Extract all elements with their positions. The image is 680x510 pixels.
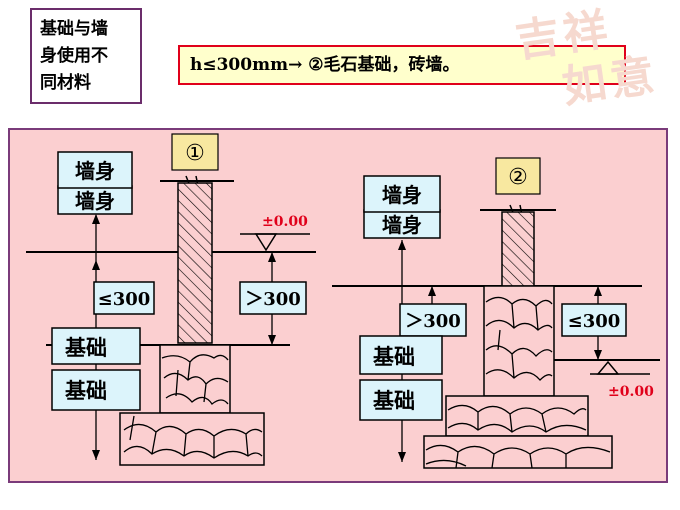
figure-1-right-arrow-top [268, 252, 276, 262]
figure-2: ② ±0.00 墙身 [332, 157, 660, 469]
figure-2-wall-label-shadow: 墙身 [382, 213, 422, 237]
figure-2-badge: ② [508, 165, 528, 190]
figure-2-dim-lower-box [561, 303, 627, 337]
figure-2-brick-wall [501, 211, 535, 287]
figure-1-dim-upper-box [239, 281, 307, 315]
figure-2-wall-label: 墙身 [382, 183, 422, 207]
figure-2-rubble-texture-lower [425, 444, 611, 469]
figure-2-dim-upper-box [399, 303, 467, 337]
figure-1-badge: ① [185, 141, 205, 166]
figure-1-rubble-texture-upper [161, 354, 229, 405]
figure-2-left-arrow-top [398, 240, 406, 250]
figure-1-foundation-label-1-box [51, 327, 141, 365]
title-box: 基础与墙 身使用不 同材料 [30, 8, 142, 104]
figure-1-left-arrow-top [92, 214, 100, 224]
figure-2-dim-lower: ≤300 [568, 311, 621, 332]
figure-2-badge-box [495, 157, 541, 195]
figure-1-wall-label-shadow: 墙身 [75, 189, 115, 213]
figure-1-foundation-label-2: 基础 [65, 379, 107, 403]
figure-2-elevation-marker [596, 360, 620, 375]
figure-1-right-arrow-bottom [268, 335, 276, 345]
figure-2-dim-upper: ＞300 [405, 311, 461, 332]
figure-2-rubble-foundation-upper [483, 285, 555, 397]
figure-1-brick-wall [177, 182, 213, 344]
figure-2-rubble-texture-upper [485, 296, 553, 381]
figure-2-foundation-label-2: 基础 [373, 389, 415, 413]
figure-2-inner-arrow-top [428, 286, 436, 296]
figure-1-wall-label: 墙身 [75, 159, 115, 183]
title-line-1: 基础与墙 [40, 19, 108, 39]
figure-1-wall-label-box [57, 151, 133, 189]
figure-2-right-arrow-top [594, 286, 602, 296]
figure-1-left-arrow-bottom [92, 450, 100, 460]
figure-1: ① ±0.00 墙身 墙身 ≤3 [26, 133, 316, 466]
figure-2-foundation-label-1: 基础 [373, 345, 415, 369]
figure-1-dim-lower: ≤300 [98, 289, 151, 310]
figure-1-rubble-texture-lower [123, 415, 263, 459]
figure-2-right-arrow-bottom [594, 350, 602, 360]
figure-1-elevation-marker [254, 233, 278, 252]
figure-2-elevation-label: ±0.00 [608, 384, 654, 400]
title-line-2: 身使用不 [40, 46, 108, 66]
figure-2-wall-label-box [363, 175, 441, 213]
figure-2-foundation-label-2-box [359, 379, 443, 421]
figure-1-left-arrow-mid-up [92, 260, 100, 270]
figure-1-dim-lower-box [93, 281, 155, 315]
figure-1-dim-upper: ＞300 [245, 289, 301, 310]
figure-2-rubble-foundation-mid [445, 395, 589, 437]
figure-2-rubble-foundation-lower [423, 435, 613, 469]
figure-1-rubble-foundation-lower [119, 412, 265, 466]
figure-2-rubble-texture-mid [447, 404, 587, 433]
figure-1-elevation-label: ±0.00 [262, 214, 308, 230]
figure-2-left-arrow-bottom [398, 452, 406, 462]
figure-1-foundation-label-1: 基础 [65, 336, 107, 360]
figure-2-foundation-label-1-box [359, 335, 443, 375]
rule-box: h≤300mm→ ②毛石基础，砖墙。 [178, 45, 626, 85]
figure-1-badge-box [171, 133, 219, 171]
title-line-3: 同材料 [40, 73, 91, 93]
figure-1-wall-label-shadow-box [57, 185, 133, 215]
figure-1-foundation-label-2-box [51, 369, 141, 411]
